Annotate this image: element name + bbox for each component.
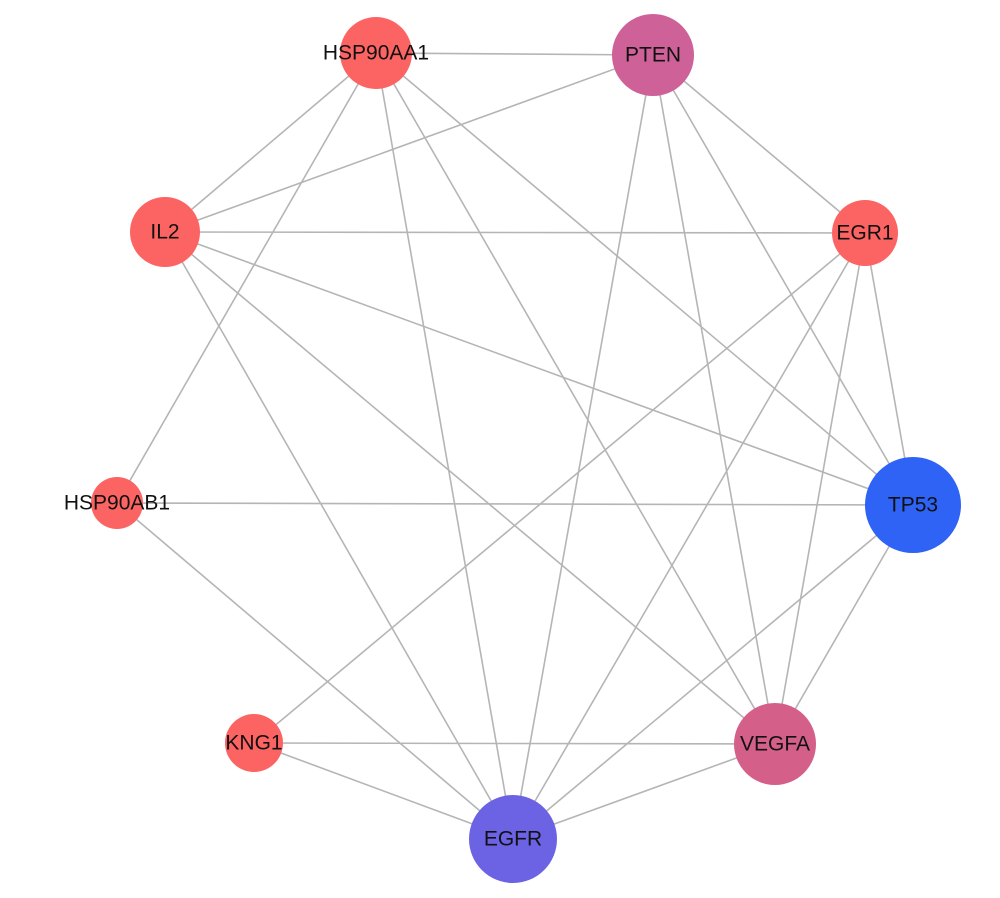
node-pten[interactable]: PTEN bbox=[612, 14, 694, 96]
node-label-egfr: EGFR bbox=[484, 828, 542, 851]
node-hsp90ab1[interactable]: HSP90AB1 bbox=[64, 477, 170, 529]
edge-kng1-vegfa bbox=[253, 742, 776, 745]
node-circle-egr1[interactable] bbox=[832, 200, 898, 266]
edge-tp53-egfr bbox=[512, 504, 914, 840]
edge-pten-tp53 bbox=[652, 54, 914, 506]
edge-hsp90aa1-il2 bbox=[164, 52, 377, 233]
edge-pten-egr1 bbox=[652, 54, 866, 234]
edge-il2-egr1 bbox=[164, 231, 866, 234]
edge-vegfa-egfr bbox=[512, 743, 776, 840]
edge-il2-tp53 bbox=[164, 231, 914, 506]
node-circle-hsp90ab1[interactable] bbox=[91, 477, 143, 529]
node-egfr[interactable]: EGFR bbox=[469, 795, 557, 883]
edge-egr1-vegfa bbox=[774, 232, 866, 745]
node-circle-il2[interactable] bbox=[130, 197, 200, 267]
edge-kng1-egfr bbox=[253, 742, 514, 840]
node-hsp90aa1[interactable]: HSP90AA1 bbox=[323, 17, 429, 89]
node-label-hsp90ab1: HSP90AB1 bbox=[64, 492, 170, 515]
edge-egr1-egfr bbox=[512, 232, 866, 840]
node-label-hsp90aa1: HSP90AA1 bbox=[323, 42, 429, 65]
node-kng1[interactable]: KNG1 bbox=[225, 714, 283, 772]
edge-pten-vegfa bbox=[652, 54, 776, 745]
edge-hsp90aa1-tp53 bbox=[375, 52, 914, 506]
edge-il2-egfr bbox=[164, 231, 514, 840]
edge-hsp90ab1-egfr bbox=[116, 502, 514, 840]
edge-egr1-kng1 bbox=[253, 232, 866, 744]
edge-hsp90aa1-vegfa bbox=[375, 52, 776, 745]
node-circle-hsp90aa1[interactable] bbox=[340, 17, 412, 89]
node-label-vegfa: VEGFA bbox=[740, 733, 810, 756]
node-tp53[interactable]: TP53 bbox=[865, 457, 961, 553]
edges-layer bbox=[116, 52, 914, 840]
edge-il2-vegfa bbox=[164, 231, 776, 745]
edge-pten-il2 bbox=[164, 54, 654, 233]
node-circle-kng1[interactable] bbox=[225, 714, 283, 772]
node-label-pten: PTEN bbox=[625, 44, 681, 67]
node-il2[interactable]: IL2 bbox=[130, 197, 200, 267]
edge-hsp90aa1-pten bbox=[375, 52, 654, 56]
node-egr1[interactable]: EGR1 bbox=[832, 200, 898, 266]
node-label-il2: IL2 bbox=[150, 221, 179, 244]
edge-hsp90aa1-hsp90ab1 bbox=[116, 52, 377, 504]
node-label-tp53: TP53 bbox=[888, 494, 938, 517]
edge-hsp90aa1-egfr bbox=[375, 52, 514, 840]
node-label-kng1: KNG1 bbox=[225, 732, 282, 755]
node-label-egr1: EGR1 bbox=[836, 222, 893, 245]
node-circle-egfr[interactable] bbox=[469, 795, 557, 883]
node-circle-vegfa[interactable] bbox=[734, 703, 816, 785]
edge-pten-egfr bbox=[512, 54, 654, 840]
node-circle-tp53[interactable] bbox=[865, 457, 961, 553]
node-vegfa[interactable]: VEGFA bbox=[734, 703, 816, 785]
edge-hsp90ab1-tp53 bbox=[116, 502, 914, 506]
node-circle-pten[interactable] bbox=[612, 14, 694, 96]
